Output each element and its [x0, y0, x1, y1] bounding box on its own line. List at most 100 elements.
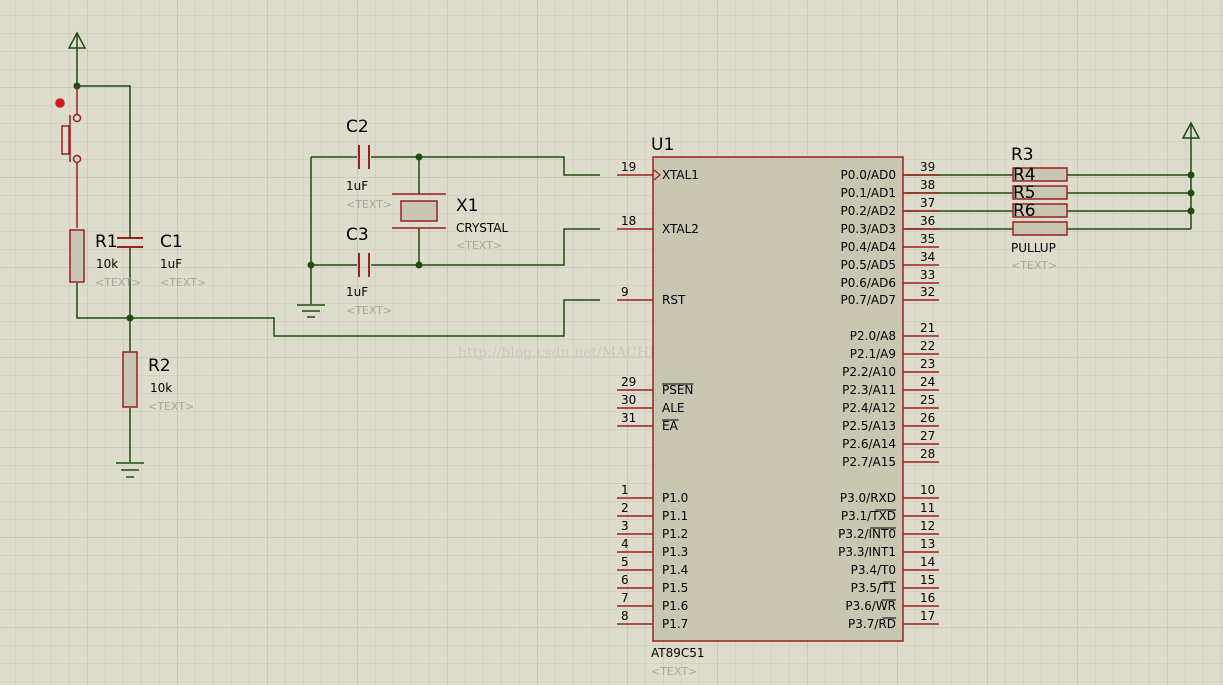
pin-name: P0.7/AD7	[841, 293, 896, 307]
wire-r1-node	[76, 283, 600, 337]
u1-pin-2[interactable]: 2P1.1	[617, 501, 688, 523]
c2-text: <TEXT>	[346, 198, 392, 211]
pin-name: PSEN	[662, 383, 693, 397]
crystal-x1[interactable]	[392, 193, 446, 229]
u1-pin-3[interactable]: 3P1.2	[617, 519, 688, 541]
pin-number: 6	[621, 573, 629, 587]
resistor-r1[interactable]	[69, 229, 85, 283]
microcontroller-u1[interactable]	[652, 156, 904, 642]
pin-name: P2.2/A10	[842, 365, 896, 379]
ground-terminal-crystal[interactable]	[297, 300, 325, 318]
u1-pin-5[interactable]: 5P1.4	[617, 555, 688, 577]
pin-number: 24	[920, 375, 935, 389]
pin-number: 39	[920, 160, 935, 174]
r2-text: <TEXT>	[148, 400, 194, 413]
pin-number: 29	[621, 375, 636, 389]
c1-ref: C1	[160, 232, 183, 252]
resistor-r2[interactable]	[122, 351, 138, 408]
pin-name: P2.6/A14	[842, 437, 896, 451]
pullup-resistor-pack[interactable]	[1012, 167, 1068, 236]
pin-name: P3.2/INT0	[838, 527, 896, 541]
pin-name: ALE	[662, 401, 684, 415]
wire-c3-right	[371, 228, 600, 266]
pin-number: 18	[621, 214, 636, 228]
pin-name: P3.3/INT1	[838, 545, 896, 559]
pin-number: 1	[621, 483, 629, 497]
pin-number: 8	[621, 609, 629, 623]
pin-number: 11	[920, 501, 935, 515]
c1-text: <TEXT>	[160, 276, 206, 289]
capacitor-c3[interactable]	[358, 253, 370, 277]
junction	[415, 261, 423, 269]
pin-name: P0.0/AD0	[841, 168, 896, 182]
r5-ref: R5	[1013, 183, 1036, 203]
reset-pushbutton[interactable]	[55, 86, 82, 228]
ground-terminal-reset[interactable]	[116, 462, 144, 478]
crystal-plate-icon	[392, 193, 446, 229]
u1-pin-1[interactable]: 1P1.0	[617, 483, 688, 505]
pin-name: P0.6/AD6	[841, 276, 896, 290]
crystal-body	[400, 200, 438, 222]
pin-name: P2.4/A12	[842, 401, 896, 415]
pin-number: 5	[621, 555, 629, 569]
pin-number: 37	[920, 196, 935, 210]
pin-number: 35	[920, 232, 935, 246]
capacitor-c2[interactable]	[358, 145, 370, 169]
pin-name: P1.3	[662, 545, 688, 559]
pin-name: RST	[662, 293, 686, 307]
pin-name: P1.5	[662, 581, 688, 595]
pin-number: 27	[920, 429, 935, 443]
pin-number: 14	[920, 555, 935, 569]
u1-pin-7[interactable]: 7P1.6	[617, 591, 688, 613]
c3-text: <TEXT>	[346, 304, 392, 317]
pin-name: P3.6/WR	[845, 599, 896, 613]
junction	[1187, 171, 1195, 179]
u1-pin-4[interactable]: 4P1.3	[617, 537, 688, 559]
pullup-text: <TEXT>	[1011, 259, 1057, 272]
u1-pin-8[interactable]: 8P1.7	[617, 609, 688, 631]
pin-number: 34	[920, 250, 935, 264]
pullup-resistor	[1012, 203, 1068, 218]
pin-name: P2.5/A13	[842, 419, 896, 433]
junctions	[73, 82, 1195, 322]
pin-number: 15	[920, 573, 935, 587]
capacitor-c1[interactable]	[117, 237, 143, 248]
pin-name: P0.4/AD4	[841, 240, 896, 254]
power-terminal-right[interactable]	[1181, 121, 1201, 140]
pin-number: 36	[920, 214, 935, 228]
c1-value: 1uF	[160, 257, 182, 271]
r1-ref: R1	[95, 232, 118, 252]
u1-pin-6[interactable]: 6P1.5	[617, 573, 688, 595]
power-terminal-left[interactable]	[67, 31, 87, 52]
